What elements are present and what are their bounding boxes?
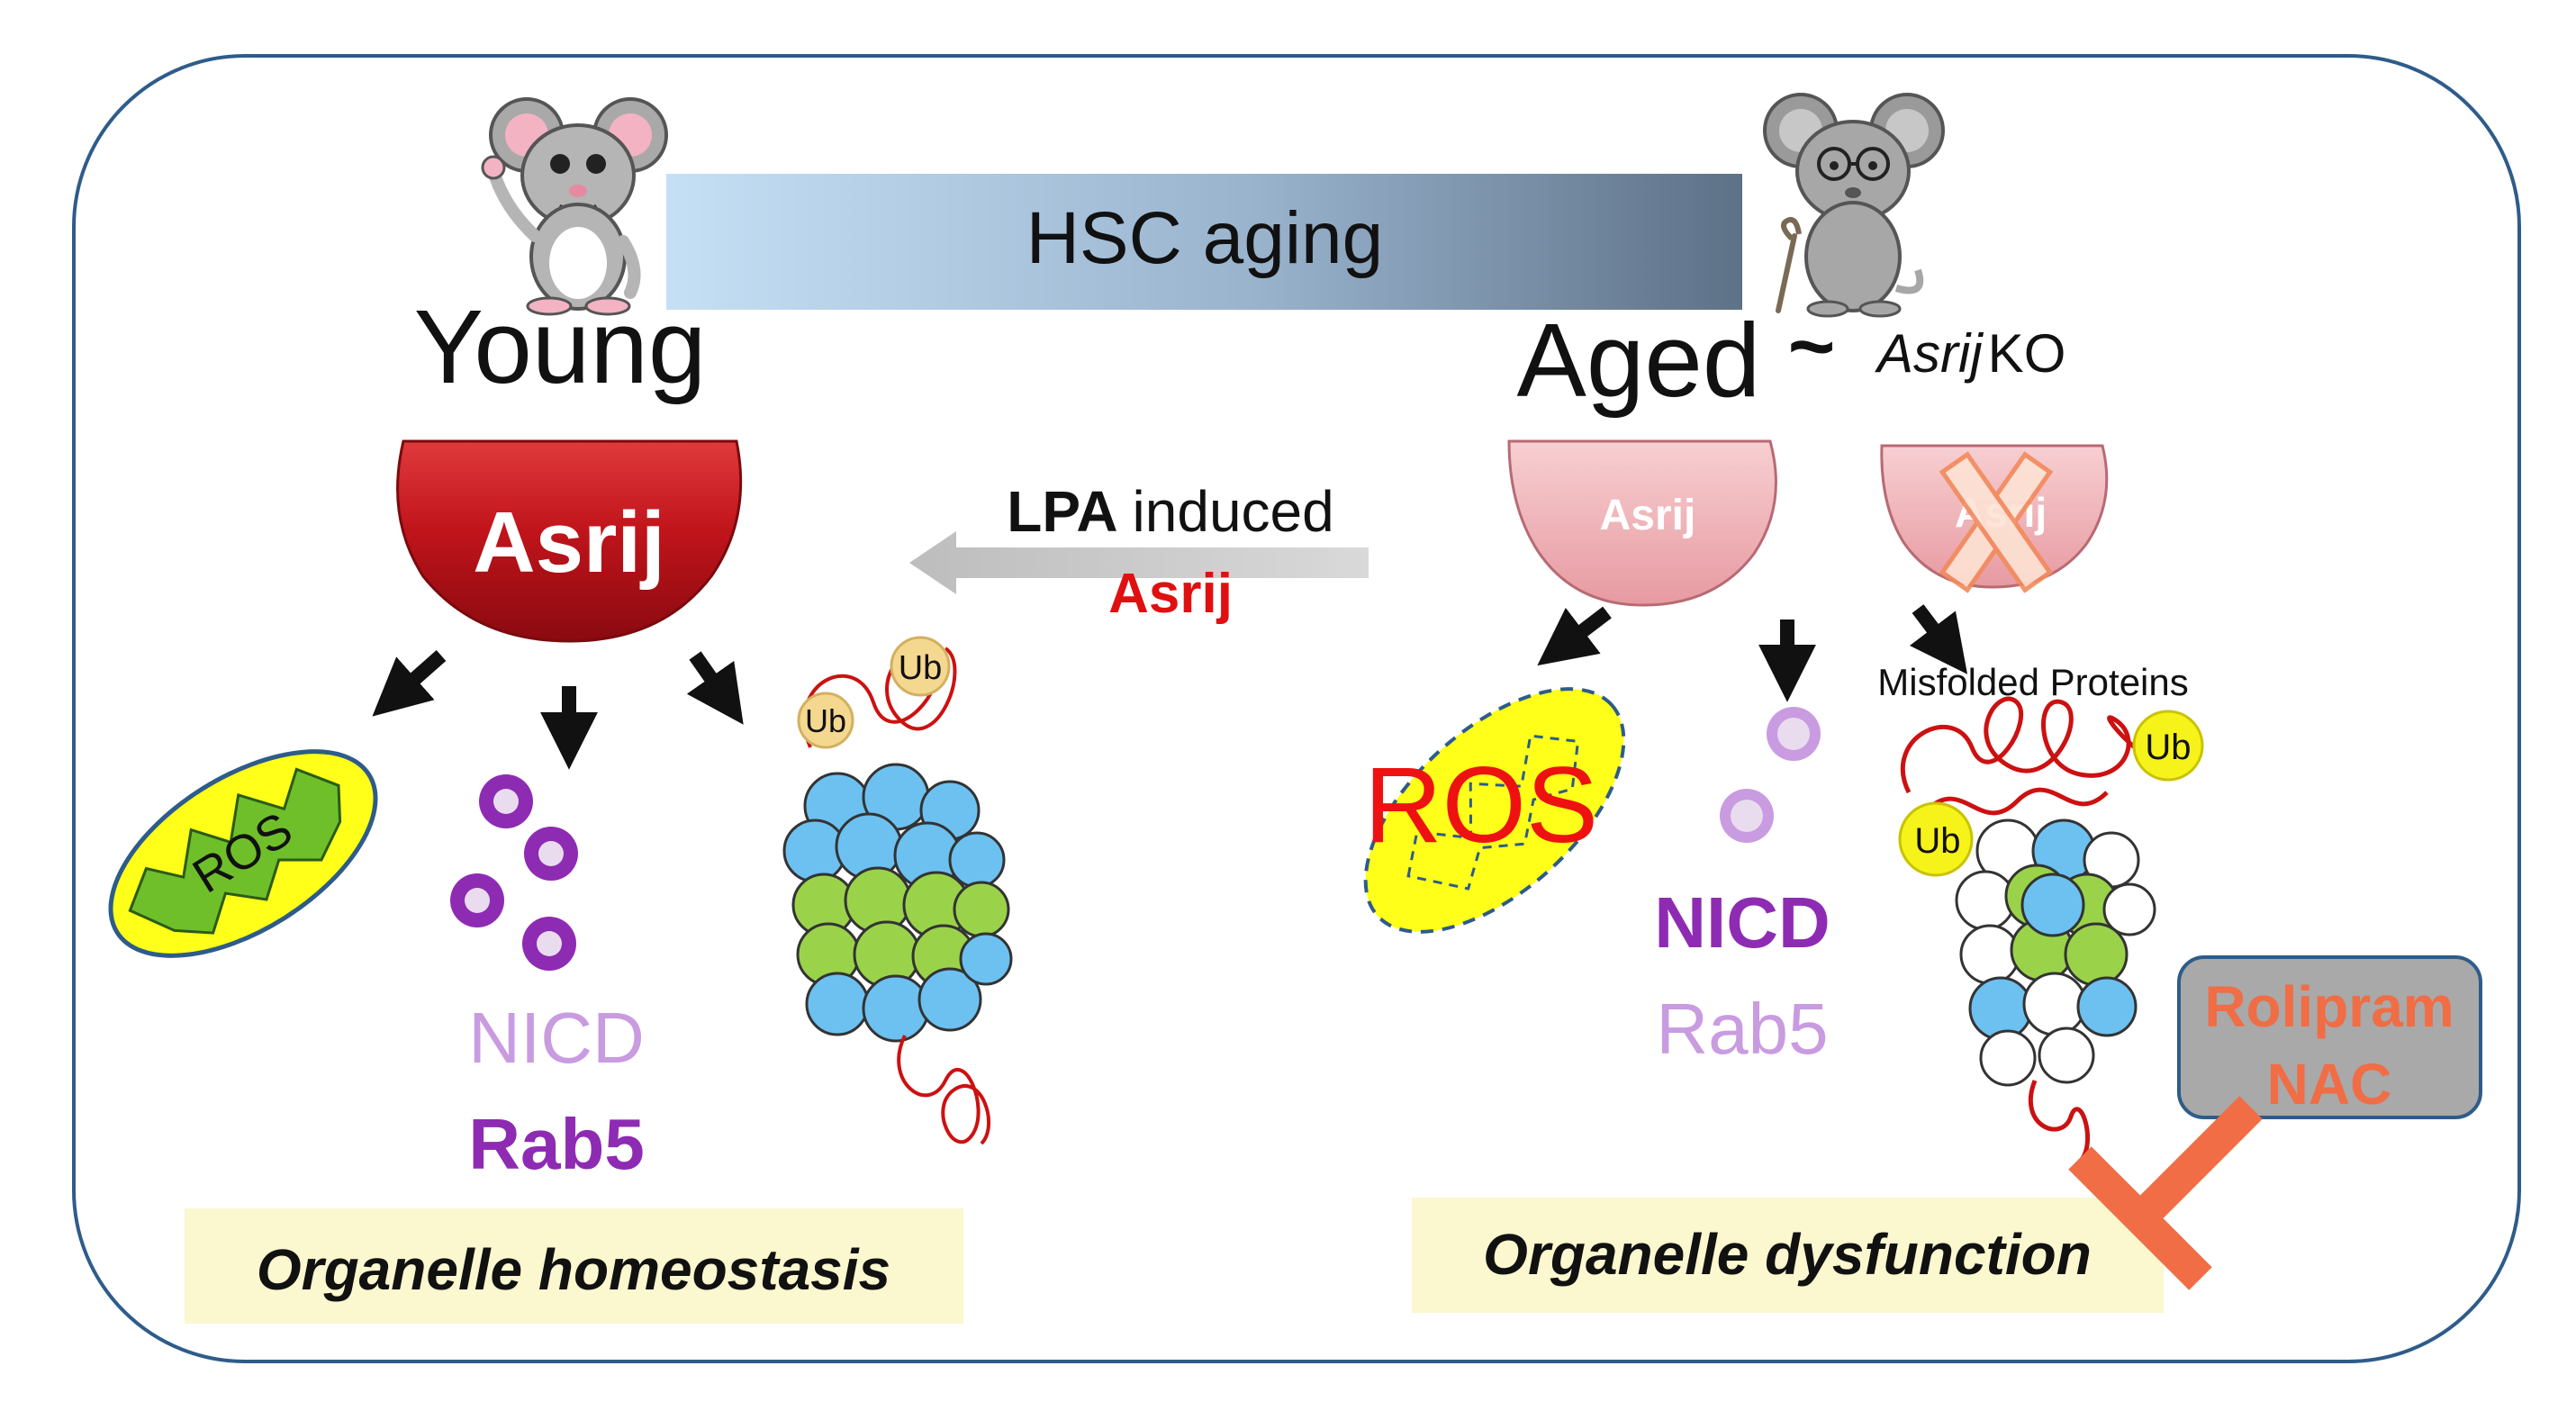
lpa-asrij-label: Asrij <box>1108 563 1233 625</box>
aged-mitochondrion <box>1363 687 1626 934</box>
knockout-cross-icon <box>1939 451 2054 593</box>
young-ub-2 <box>797 692 854 749</box>
aged-tilde: ~ <box>1788 302 1836 392</box>
dysfunction-label: Organelle dysfunction <box>1483 1222 2092 1287</box>
asrij-ko-gene: Asrij <box>1875 323 1984 384</box>
aged-asrij-label: Asrij <box>1600 492 1696 539</box>
young-rab5-label: Rab5 <box>468 1104 645 1184</box>
aged-ub-2-label: Ub <box>1914 821 1960 861</box>
homeostasis-label: Organelle homeostasis <box>257 1237 890 1302</box>
banner-label: HSC aging <box>1026 197 1384 279</box>
aged-ub-2 <box>1898 801 1974 877</box>
aged-title: Aged <box>1517 302 1761 419</box>
young-mouse-icon <box>481 97 668 316</box>
aged-blue-subunit <box>2020 873 2085 937</box>
dysfunction-box: Organelle dysfunction <box>1412 1198 2164 1313</box>
aged-ros-label: ROS <box>1364 745 1598 865</box>
young-arrow-ros <box>372 650 447 717</box>
treatment-box: Rolipram NAC <box>2177 955 2482 1119</box>
young-asrij-protein: Asrij <box>396 439 743 643</box>
aged-arrow-ros <box>1537 606 1612 666</box>
homeostasis-box: Organelle homeostasis <box>185 1208 963 1324</box>
inhibition-bar-icon <box>2068 1096 2263 1290</box>
young-title: Young <box>414 288 707 405</box>
young-asrij-label: Asrij <box>473 494 664 591</box>
treatment-rolipram-label: Rolipram <box>2204 974 2454 1039</box>
aged-mouse-icon <box>1763 93 1945 318</box>
young-ub-1 <box>890 636 951 697</box>
aged-ub-1 <box>2132 710 2204 782</box>
young-arrows <box>372 650 744 770</box>
young-ub-2-label: Ub <box>805 702 846 739</box>
misfolded-proteins-label: Misfolded Proteins <box>1877 661 2189 703</box>
aged-arrow-proteasome <box>1909 604 1968 674</box>
aged-rab5-label: Rab5 <box>1656 989 1828 1069</box>
young-proteasome: Ub Ub <box>782 636 1013 1145</box>
aged-proteasome: Ub Ub <box>1898 696 2204 1163</box>
young-arrow-proteasome <box>686 651 744 725</box>
asrij-ko-suffix: KO <box>1988 323 2066 384</box>
young-mitochondrion: ROS <box>108 749 378 958</box>
young-nicd-label: NICD <box>468 998 645 1078</box>
aged-asrij-protein: Asrij <box>1507 439 1777 607</box>
aged-nicd-label: NICD <box>1654 882 1830 963</box>
young-vesicles <box>450 774 578 971</box>
induced-label: induced <box>1133 479 1334 544</box>
aged-arrows <box>1537 604 1968 702</box>
hsc-aging-banner: HSC aging <box>666 174 1742 310</box>
aged-vesicles <box>1720 707 1821 843</box>
asrij-knockout-protein: Asrij <box>1880 444 2109 593</box>
diagram-frame <box>72 54 2521 1363</box>
aged-ub-1-label: Ub <box>2145 728 2191 767</box>
treatment-nac-label: NAC <box>2267 1052 2392 1117</box>
lpa-rescue-arrow <box>909 531 1369 594</box>
young-ub-1-label: Ub <box>899 649 943 687</box>
lpa-label: LPA <box>1007 479 1117 544</box>
